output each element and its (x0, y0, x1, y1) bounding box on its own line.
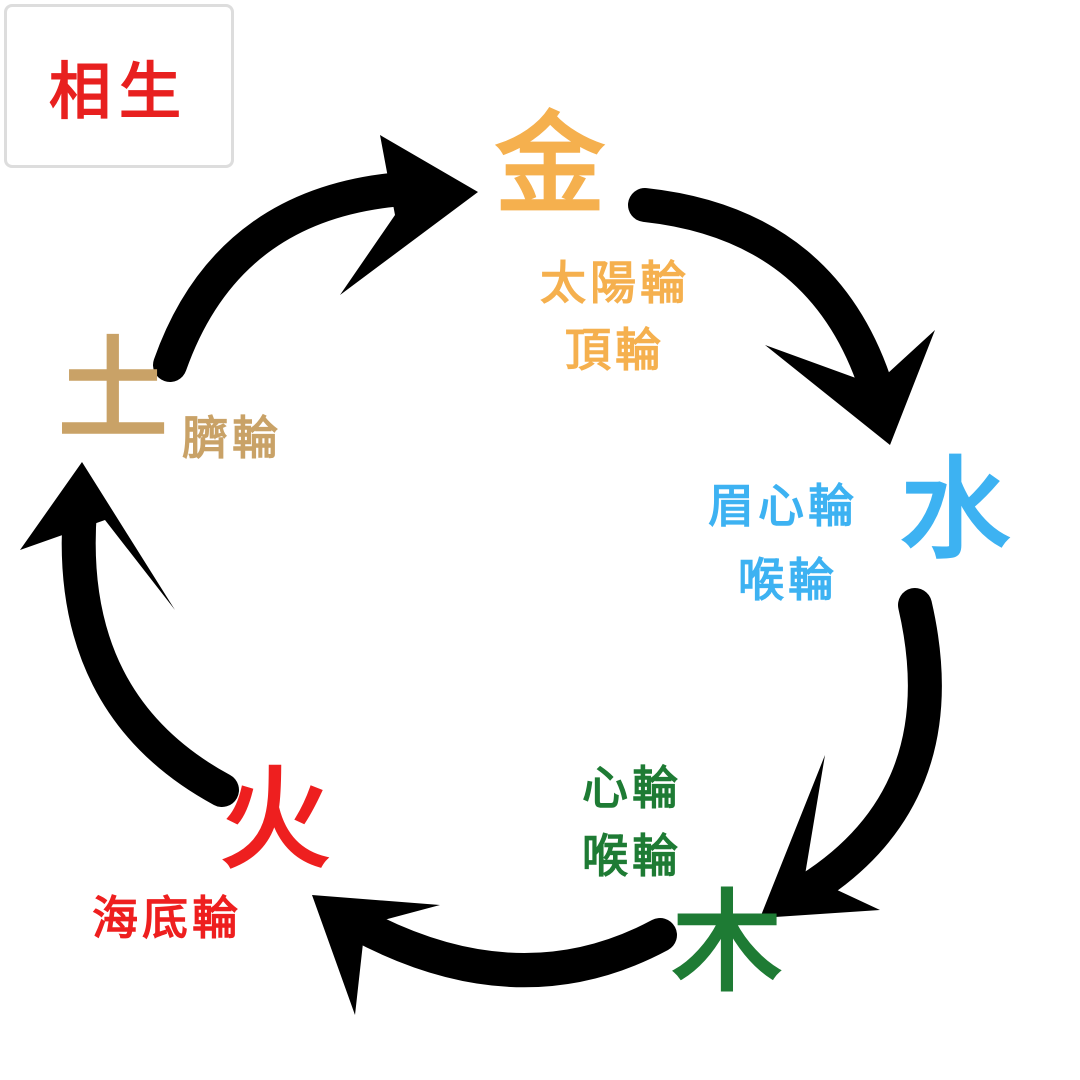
fire-chakra-1: 海底輪 (92, 891, 242, 945)
earth-chakra-1: 臍輪 (182, 411, 282, 465)
arrow-earth-to-metal (153, 171, 437, 382)
metal-chakra-2: 頂輪 (565, 323, 665, 377)
arrowhead-5 (20, 462, 175, 610)
element-fire: 火 (220, 756, 330, 884)
element-metal: 金 (495, 101, 605, 229)
arrowhead-2 (765, 330, 935, 445)
wood-chakra-2: 喉輪 (582, 829, 682, 883)
arrow-metal-to-water (628, 188, 897, 417)
element-wood: 木 (672, 879, 782, 1007)
water-chakra-1: 眉心輪 (708, 479, 858, 533)
title-box: 相生 (4, 4, 234, 168)
metal-chakra-1: 太陽輪 (540, 256, 690, 310)
title: 相生 (48, 55, 189, 128)
arrowhead-4 (312, 895, 440, 1015)
arrow-fire-to-earth (61, 493, 239, 807)
element-water: 水 (900, 446, 1010, 574)
wood-chakra-1: 心輪 (582, 761, 682, 815)
arrow-wood-to-fire (343, 908, 677, 988)
element-earth: 土 (58, 326, 168, 454)
arrowhead-3 (760, 755, 880, 918)
arrow-water-to-wood (783, 588, 942, 912)
water-chakra-2: 喉輪 (738, 553, 838, 607)
arrowhead-1 (340, 135, 478, 295)
